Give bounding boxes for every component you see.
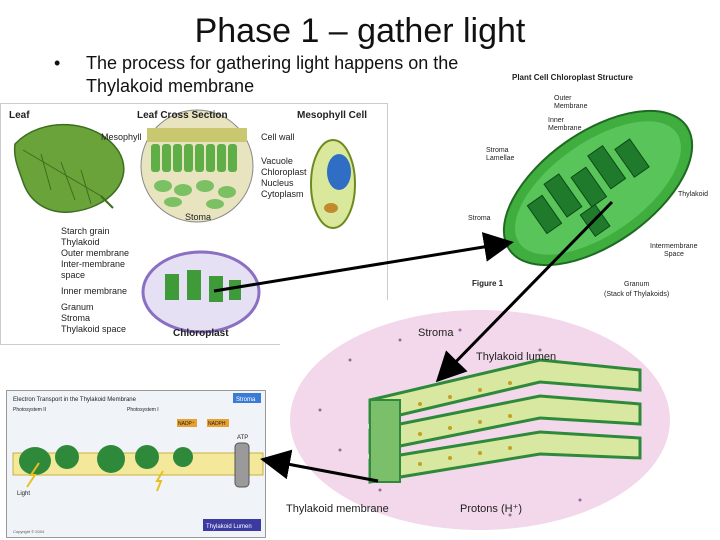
chloroplast-part-label: Granum: [61, 302, 94, 312]
thylakoid-lumen-label: Thylakoid lumen: [476, 351, 556, 363]
nadp-box: [177, 419, 197, 427]
protein-complexes: [19, 445, 193, 475]
outer-membrane-label: Membrane: [554, 103, 588, 110]
nucleus-shape: [324, 203, 338, 213]
bullet-dot: •: [54, 53, 61, 73]
stroma-label: Stroma: [468, 215, 491, 222]
chloroplast-structure-figure: Plant Cell Chloroplast Structure Outer M…: [458, 70, 720, 302]
chloroplast-part-label: Inter-membrane: [61, 259, 125, 269]
granum-label: (Stack of Thylakoids): [604, 291, 669, 298]
thylakoid-stack: [368, 358, 642, 484]
leaf-label: Leaf: [9, 110, 30, 121]
electron-transport-title: Electron Transport in the Thylakoid Memb…: [13, 397, 137, 403]
light-arrow-2: [155, 470, 164, 492]
leaf-structure-figure: Leaf Leaf Cross Section Mesophyll Stoma …: [0, 103, 388, 345]
light-arrow-1: [26, 462, 40, 488]
stoma-label: Stoma: [185, 212, 211, 222]
grana-stacks: [165, 270, 241, 302]
electron-transport-svg: Electron Transport in the Thylakoid Memb…: [12, 393, 264, 534]
atp-label: ATP: [237, 435, 248, 441]
electron-transport-figure: Electron Transport in the Thylakoid Memb…: [6, 390, 266, 538]
stroma-tag-label: Stroma: [236, 397, 256, 403]
vacuole-shape: [327, 154, 351, 190]
lumen-tag-label: Thylakoid Lumen: [206, 524, 252, 530]
cross-section-label: Leaf Cross Section: [137, 110, 228, 121]
thylakoid-label: Thylakoid: [678, 191, 708, 198]
leaf-veins: [22, 149, 102, 205]
chloroplast-3d-body: [502, 109, 694, 267]
leaf-structure-svg: Leaf Leaf Cross Section Mesophyll Stoma …: [9, 109, 367, 339]
nadph-label: NADPH: [208, 421, 226, 427]
membrane-dots: [418, 381, 512, 466]
chloroplast-part-label: Thylakoid: [61, 237, 100, 247]
chloroplast-part-label: Stroma: [61, 313, 90, 323]
et-footer: Copyright © 2004: [13, 529, 45, 534]
thylakoid-section-svg: Stroma Thylakoid lumen Thylakoid membran…: [286, 310, 670, 530]
photosystem-2-label: Photosystem II: [13, 407, 46, 413]
mesophyll-cell-label: Mesophyll Cell: [297, 110, 367, 121]
stroma-lamellae-label: Lamellae: [486, 155, 515, 162]
arrow-structure-to-thylakoid: [435, 200, 614, 383]
thylakoid-membrane-label: Thylakoid membrane: [286, 503, 389, 515]
slide-title: Phase 1 – gather light: [194, 12, 526, 50]
cell-part-label: Cell wall: [261, 132, 295, 142]
photosystem-1-label: Photosystem I: [127, 407, 159, 413]
nadph-box: [207, 419, 229, 427]
nadp-label: NADP⁺: [178, 421, 195, 427]
palisade-cells: [151, 144, 237, 172]
arrow-thylakoid-to-transport: [260, 449, 379, 483]
arrow-chloroplast-to-structure: [213, 232, 514, 293]
thylakoid-section-figure: Stroma Thylakoid lumen Thylakoid membran…: [280, 300, 720, 540]
leaf-stem: [100, 195, 114, 209]
cell-part-label: Cytoplasm: [261, 189, 304, 199]
chloroplast-part-label: Inner membrane: [61, 286, 127, 296]
lumen-tag: [203, 519, 261, 531]
intermembrane-label: Intermembrane: [650, 243, 698, 250]
inner-membrane-label: Membrane: [548, 125, 582, 132]
figure-number: Figure 1: [472, 279, 504, 288]
protons-label: Protons (H⁺): [460, 503, 522, 515]
cell-part-label: Vacuole: [261, 156, 293, 166]
leaf-blade: [13, 124, 125, 213]
intermembrane-label: Space: [664, 251, 684, 258]
chloroplast-structure-svg: Plant Cell Chloroplast Structure Outer M…: [468, 73, 708, 298]
outer-membrane-label: Outer: [554, 95, 572, 102]
cell-part-label: Chloroplast: [261, 167, 307, 177]
chloroplast-part-label: Outer membrane: [61, 248, 129, 258]
atp-synthase: [234, 442, 250, 488]
chloroplast-part-label: Starch grain: [61, 226, 110, 236]
cell-part-label: Nucleus: [261, 178, 294, 188]
stroma-lamellae-label: Stroma: [486, 147, 509, 154]
granum-label: Granum: [624, 281, 649, 288]
inner-membrane-label: Inner: [548, 117, 565, 124]
mesophyll-label: Mesophyll: [101, 132, 142, 142]
stroma-label: Stroma: [418, 327, 454, 339]
chloroplast-label: Chloroplast: [173, 328, 229, 339]
chloroplast-figure-title: Plant Cell Chloroplast Structure: [512, 73, 633, 82]
spongy-cells: [154, 180, 236, 209]
upper-epidermis: [147, 128, 247, 142]
chloroplast-part-label: Thylakoid space: [61, 324, 126, 334]
chloroplast-part-label: space: [61, 270, 85, 280]
stroma-tag: [233, 393, 261, 403]
light-label: Light: [17, 491, 30, 497]
bullet-item: • The process for gathering light happen…: [54, 52, 528, 98]
bullet-text: The process for gathering light happens …: [86, 53, 459, 96]
